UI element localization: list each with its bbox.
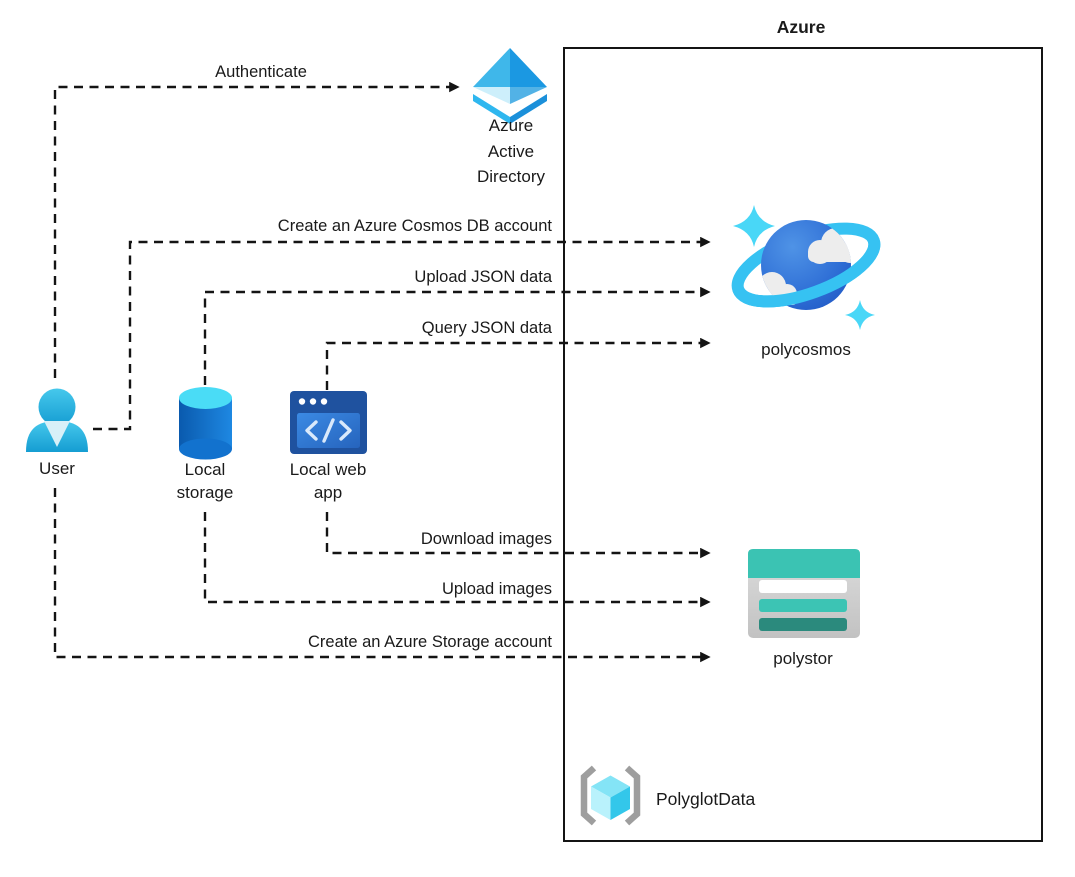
- polycosmos-icon: [731, 205, 881, 330]
- azure-active-directory-icon: [473, 48, 547, 124]
- flow-query-json-arrow: [325, 337, 711, 390]
- azure-active-directory-label: Azure Active Directory: [476, 116, 545, 186]
- local-storage-icon: [179, 387, 232, 460]
- storage-row-white: [759, 580, 847, 593]
- cosmos-ring-front: [732, 238, 881, 308]
- flow-upload-images-label: Upload images: [441, 580, 552, 598]
- user-head: [38, 388, 76, 426]
- cube-glyph: [591, 775, 630, 820]
- polystor-icon: [748, 549, 860, 638]
- flow-upload-json-arrow: [203, 286, 711, 385]
- user-collar: [44, 421, 70, 447]
- flow-create-cosmos-label: Create an Azure Cosmos DB account: [277, 217, 552, 235]
- polyglotdata-logo-icon: [580, 765, 641, 826]
- browser-dot: [309, 398, 317, 405]
- user-icon: [26, 388, 88, 452]
- flow-download-images-label: Download images: [420, 530, 552, 548]
- flow-upload-images-arrow: [203, 512, 711, 608]
- bracket-glyphs: [580, 765, 641, 826]
- local-storage-label: Local storage: [176, 460, 234, 502]
- azure-boundary-box: [563, 47, 1043, 842]
- sparkle-icon: [845, 300, 875, 330]
- polystor-label: polystor: [773, 649, 833, 668]
- flow-arrows: [53, 81, 711, 663]
- local-web-app-icon: [290, 391, 367, 454]
- code-glyph: [305, 418, 352, 443]
- flow-query-json-label: Query JSON data: [421, 319, 552, 337]
- local-web-app-label: Local web app: [289, 460, 367, 502]
- flow-authenticate-arrow: [53, 81, 460, 378]
- azure-boundary-label: Azure: [776, 17, 826, 37]
- storage-row-dark-teal: [759, 618, 847, 631]
- storage-row-teal: [759, 599, 847, 612]
- user-label: User: [39, 459, 75, 478]
- browser-dot: [320, 398, 328, 405]
- flow-create-cosmos-arrow: [93, 236, 711, 431]
- polyglotdata-label: PolyglotData: [656, 789, 756, 809]
- flow-create-storage-label: Create an Azure Storage account: [308, 633, 552, 651]
- polycosmos-label: polycosmos: [761, 340, 851, 359]
- browser-dot: [298, 398, 306, 405]
- flow-authenticate-label: Authenticate: [215, 63, 307, 81]
- flow-upload-json-label: Upload JSON data: [414, 268, 552, 286]
- storage-top-band: [748, 549, 860, 578]
- cylinder-top: [179, 387, 232, 409]
- sparkle-icon: [733, 205, 775, 247]
